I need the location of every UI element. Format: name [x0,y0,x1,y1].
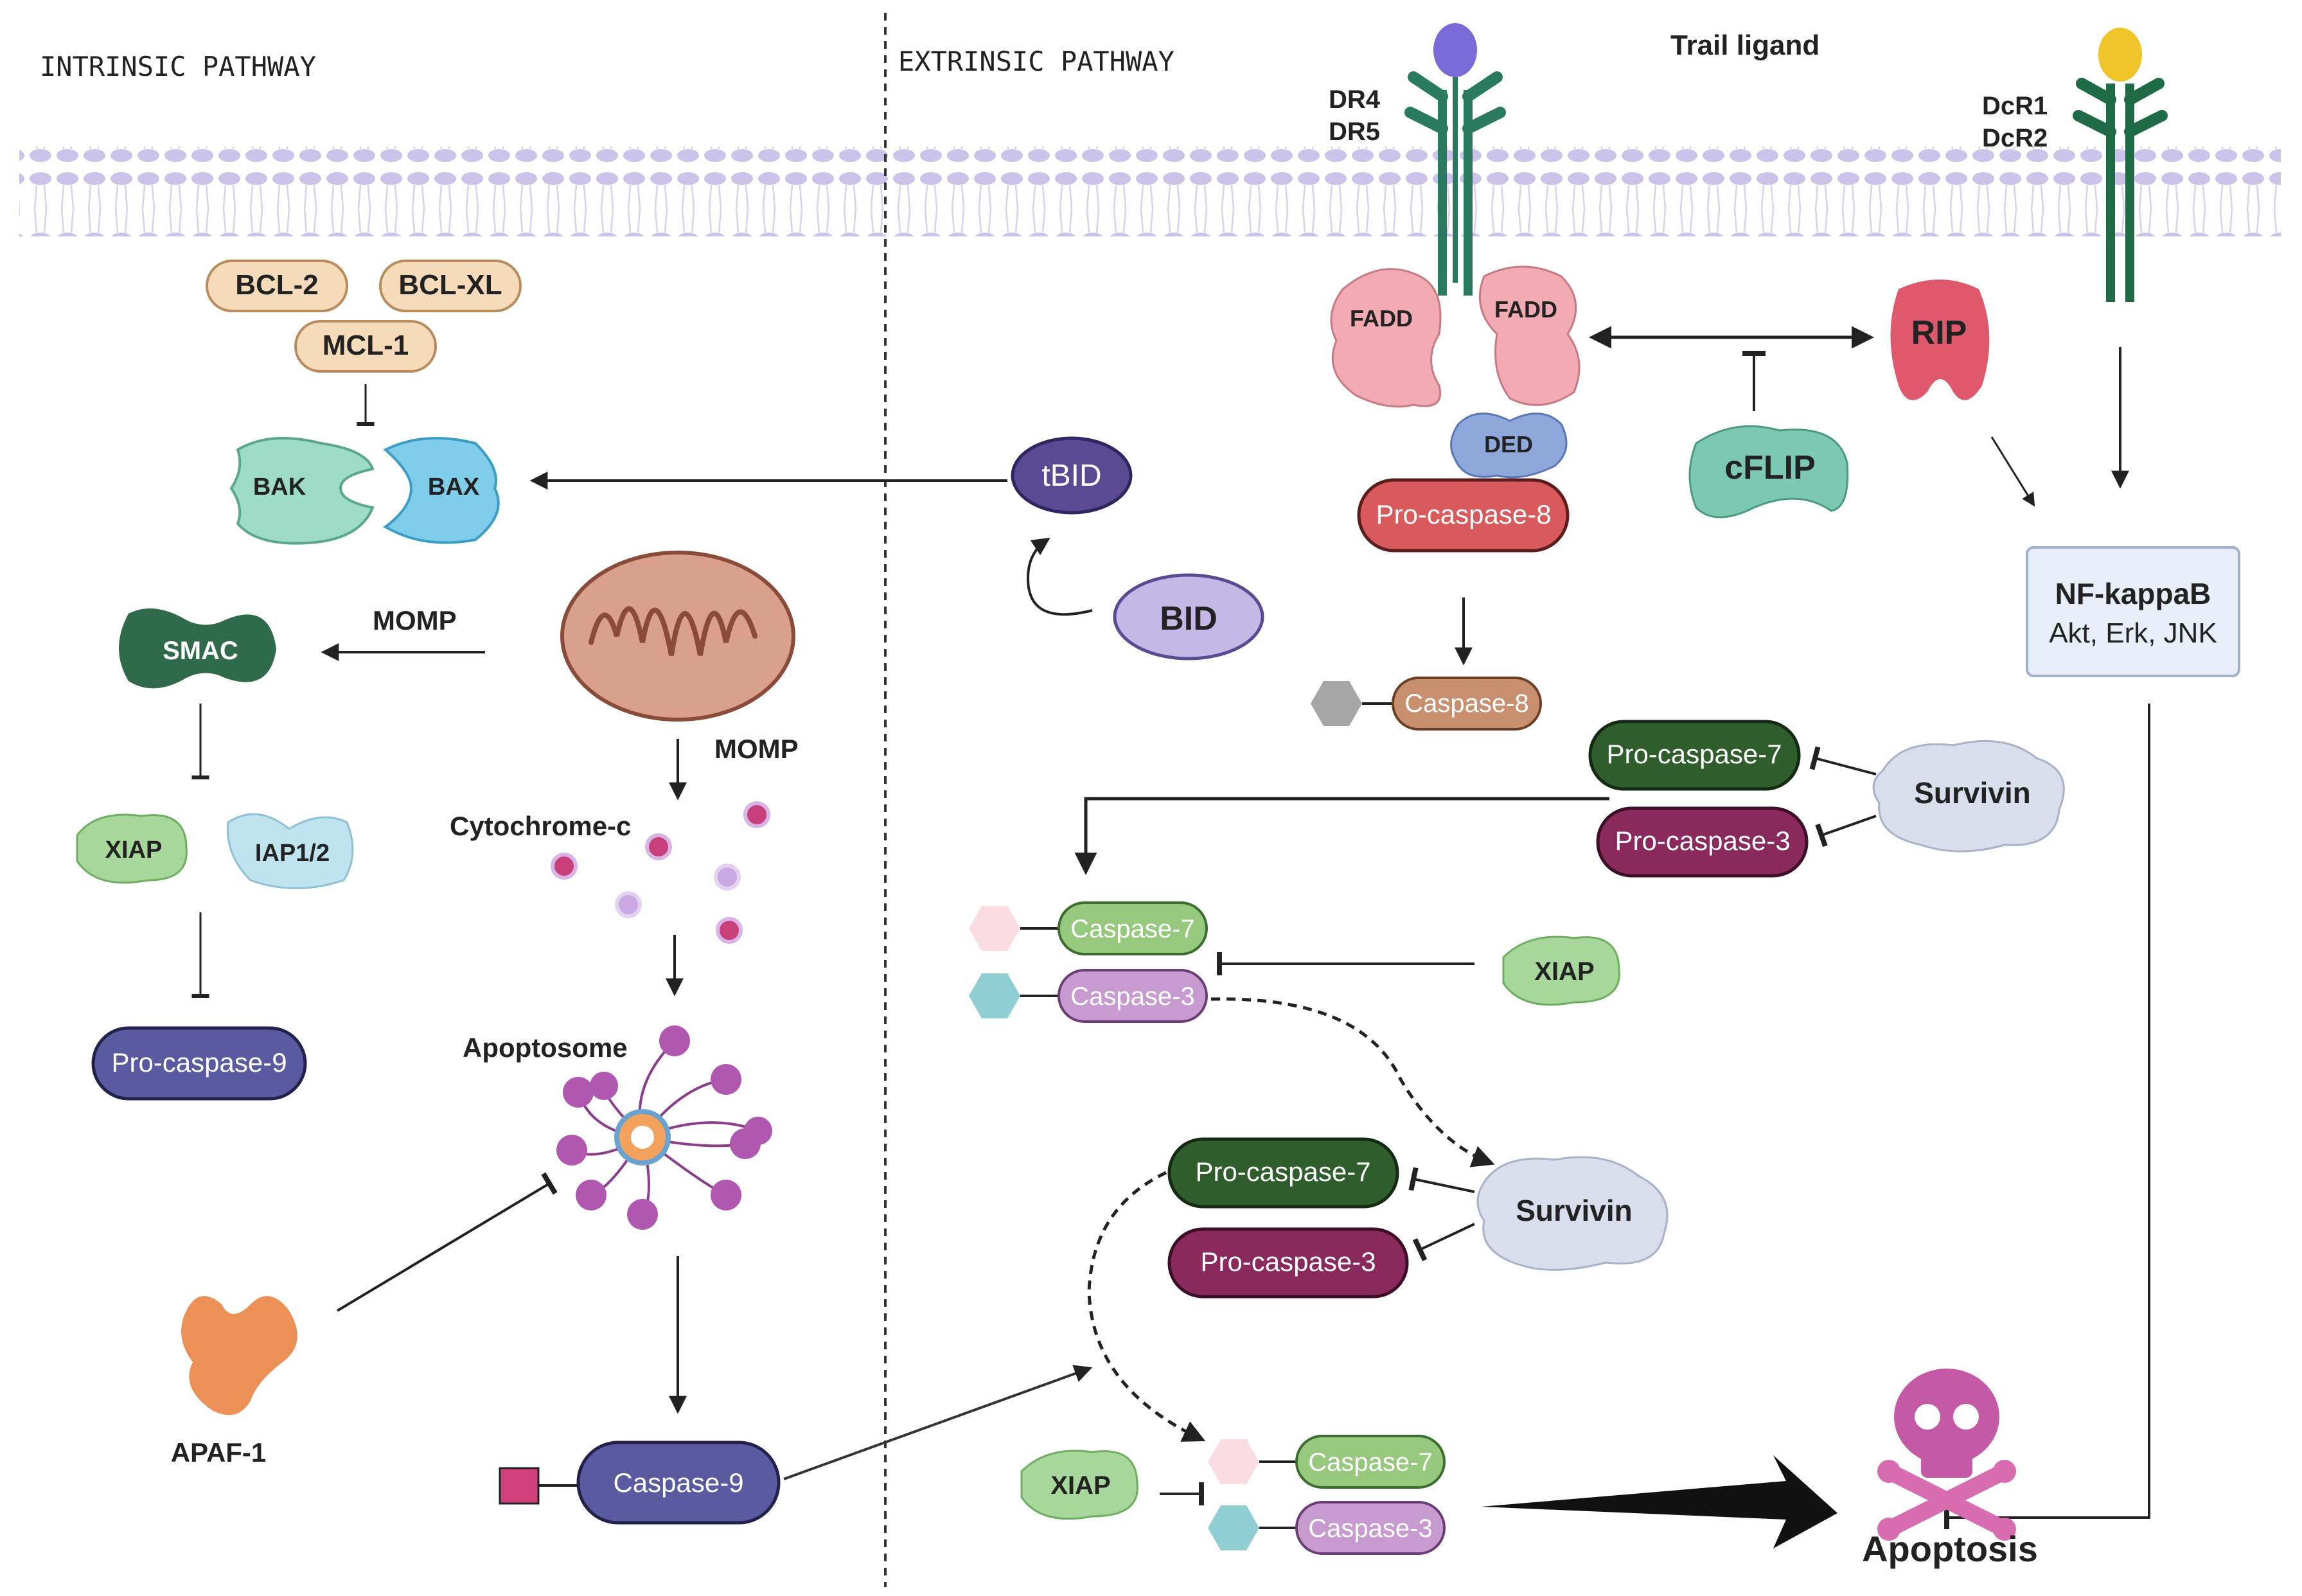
skull-icon [1877,1369,2016,1541]
svg-text:BID: BID [1160,600,1217,637]
bax-protein: BAX [383,437,500,544]
intrinsic-pathway-header: INTRINSIC PATHWAY [40,51,316,82]
arrow-caspase9-to-effectors [783,1365,1093,1480]
fadd-left-protein: FADD [1330,268,1442,408]
caspase-3-mid: Caspase-3 [969,969,1208,1023]
svg-text:Caspase-9: Caspase-9 [613,1467,743,1498]
svg-text:FADD: FADD [1494,296,1557,323]
svg-text:FADD: FADD [1350,305,1413,332]
svg-text:cFLIP: cFLIP [1724,449,1816,486]
pro-caspase-8: Pro-caspase-8 [1357,478,1570,553]
dr4-label: DR4 [1329,85,1381,114]
bak-protein: BAK [229,437,375,545]
apaf1-protein [181,1296,297,1415]
death-receptor-dr4-dr5 [1404,23,1506,296]
survivin-bottom-protein: Survivin [1476,1156,1669,1271]
svg-text:Survivin: Survivin [1516,1194,1633,1227]
svg-text:Caspase-7: Caspase-7 [1308,1448,1432,1476]
pro-caspase-7-bottom: Pro-caspase-7 [1167,1137,1399,1209]
cytochrome-c-label: Cytochrome-c [450,811,631,841]
svg-text:RIP: RIP [1911,314,1967,351]
svg-text:Caspase-8: Caspase-8 [1404,689,1528,718]
bcl2-protein: BCL-2 [206,260,348,312]
apaf1-label: APAF-1 [171,1437,267,1467]
fadd-right-protein: FADD [1478,265,1580,406]
pro-caspase-3-bottom: Pro-caspase-3 [1167,1227,1409,1299]
inhibition-survivin-to-procaspase3-top [1815,815,1877,847]
nfkb-box: NF-kappaB Akt, Erk, JNK [2026,546,2240,677]
svg-text:tBID: tBID [1041,459,1101,493]
svg-text:SMAC: SMAC [163,637,238,665]
pro-caspase-3-top: Pro-caspase-3 [1596,806,1809,878]
arrow-rip-to-nfkb [1990,436,2035,507]
dcr2-label: DcR2 [1982,124,2048,152]
svg-text:Caspase-3: Caspase-3 [1308,1514,1432,1543]
tbid-protein: tBID [1011,436,1133,515]
svg-text:XIAP: XIAP [1050,1471,1110,1500]
inhibition-nfkb-to-apoptosis [1944,704,2150,1529]
svg-text:Caspase-7: Caspase-7 [1070,915,1194,943]
rip-protein: RIP [1890,279,1990,400]
xiap-protein-mid: XIAP [1502,935,1620,1006]
pro-caspase-7-top: Pro-caspase-7 [1588,720,1801,791]
svg-text:Pro-caspase-3: Pro-caspase-3 [1200,1246,1376,1277]
dotted-arrow-procaspases-to-caspases-bottom [1087,1171,1206,1442]
xiap-protein-bottom: XIAP [1020,1450,1138,1520]
svg-text:Pro-caspase-7: Pro-caspase-7 [1606,739,1782,769]
inhibition-survivin-to-procaspase7-bottom [1408,1167,1475,1193]
svg-text:Pro-caspase-9: Pro-caspase-9 [111,1047,287,1077]
pro-caspase-9: Pro-caspase-9 [91,1026,307,1101]
arrow-procaspases-to-caspases-mid [1074,797,1609,875]
decoy-receptor-dcr1-dcr2 [2073,28,2168,302]
iap12-protein: IAP1/2 [226,813,354,889]
dr5-label: DR5 [1329,118,1380,146]
svg-text:Akt, Erk, JNK: Akt, Erk, JNK [2049,617,2217,649]
svg-text:BAX: BAX [428,474,480,501]
mitochondrion-icon [560,551,795,722]
apoptosome-icon [556,1025,772,1230]
svg-text:XIAP: XIAP [105,837,163,864]
inhibition-survivin-to-procaspase7-top [1809,746,1877,776]
caspase-7-bottom: Caspase-7 [1208,1435,1446,1489]
svg-text:BAK: BAK [253,474,306,501]
momp-left-label: MOMP [373,605,457,635]
caspase-3-bottom: Caspase-3 [1208,1501,1446,1555]
cflip-protein: cFLIP [1688,425,1849,519]
inhibition-apaf1-to-apoptosome [336,1172,558,1312]
caspase-9: Caspase-9 [499,1441,781,1525]
caspase-8: Caspase-8 [1311,677,1542,731]
ded-domain: DED [1450,412,1568,479]
dotted-arrow-caspase3-to-survivin [1210,997,1495,1167]
cytochrome-c-molecules [551,801,770,944]
svg-text:DED: DED [1484,431,1533,457]
svg-text:Caspase-3: Caspase-3 [1070,982,1194,1011]
cell-membrane [19,146,2281,236]
apoptosome-label: Apoptosome [463,1033,628,1063]
svg-text:BCL-2: BCL-2 [235,269,319,301]
bclxl-protein: BCL-XL [379,260,522,312]
bid-protein: BID [1113,573,1264,661]
arrow-caspases-to-apoptosis [1481,1455,1837,1548]
svg-text:Pro-caspase-7: Pro-caspase-7 [1195,1157,1370,1187]
svg-text:Survivin: Survivin [1914,776,2031,810]
trail-ligand-label: Trail ligand [1670,30,1819,61]
arrow-bid-to-tbid [1026,537,1093,616]
extrinsic-pathway-header: EXTRINSIC PATHWAY [898,46,1174,77]
svg-text:IAP1/2: IAP1/2 [255,840,330,867]
momp-down-label: MOMP [714,734,799,764]
svg-text:Pro-caspase-3: Pro-caspase-3 [1615,826,1790,856]
mcl1-protein: MCL-1 [294,320,437,373]
apoptosis-label: Apoptosis [1862,1529,2038,1569]
dcr1-label: DcR1 [1982,92,2048,120]
xiap-protein-intrinsic: XIAP [76,813,188,884]
inhibition-survivin-to-procaspase3-bottom [1412,1223,1475,1261]
smac-protein: SMAC [119,608,276,689]
survivin-top-protein: Survivin [1872,740,2065,853]
svg-text:BCL-XL: BCL-XL [398,269,502,301]
svg-text:MCL-1: MCL-1 [323,330,409,361]
svg-text:XIAP: XIAP [1534,957,1594,986]
caspase-7-mid: Caspase-7 [969,901,1208,955]
svg-text:Pro-caspase-8: Pro-caspase-8 [1376,499,1551,529]
svg-text:NF-kappaB: NF-kappaB [2055,577,2211,610]
